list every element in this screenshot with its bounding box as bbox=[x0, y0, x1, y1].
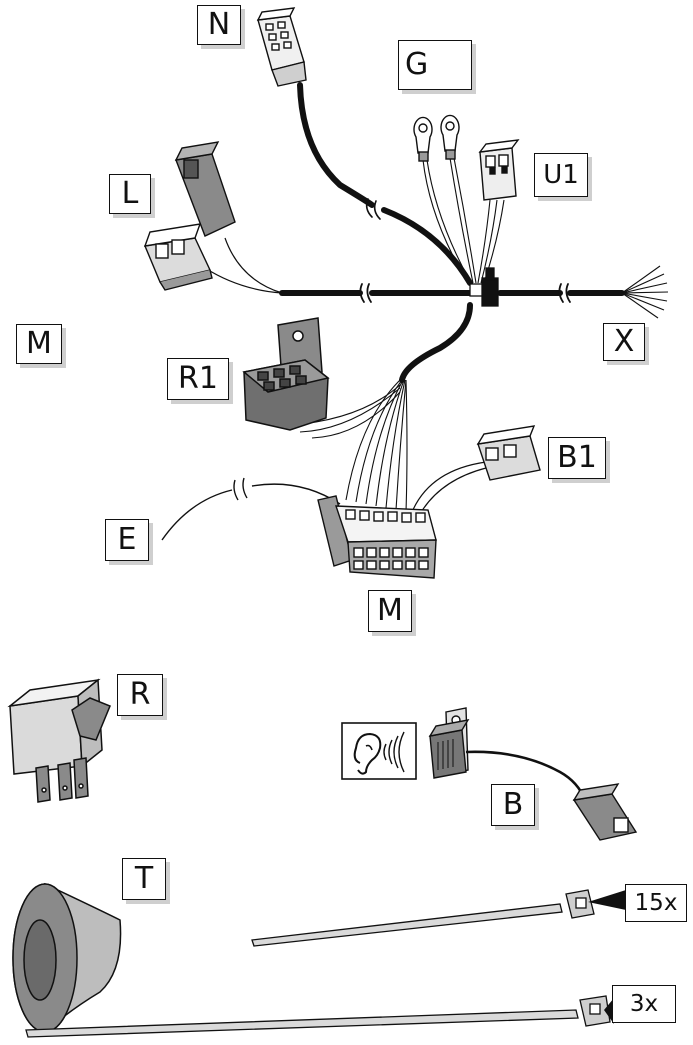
label-t: T bbox=[122, 858, 166, 900]
label-x: X bbox=[603, 323, 645, 361]
label-g: G bbox=[398, 40, 472, 90]
r-relay bbox=[7, 678, 111, 803]
g-ground-wires bbox=[422, 157, 477, 284]
qty-pointers bbox=[588, 890, 626, 1024]
cable-tie-long bbox=[25, 995, 611, 1038]
m-multipin-connector bbox=[317, 495, 437, 579]
label-m-bottom: M bbox=[368, 590, 412, 632]
cable-tie-short bbox=[251, 889, 595, 947]
g-ring-terminals bbox=[413, 114, 460, 162]
qty-cable-ties-short: 15x bbox=[625, 884, 687, 922]
label-n: N bbox=[197, 5, 241, 45]
m-main-cable bbox=[399, 302, 473, 383]
label-g-text: G bbox=[405, 47, 429, 82]
t-grommet bbox=[12, 882, 122, 1034]
b-wires bbox=[465, 750, 587, 801]
label-r: R bbox=[117, 674, 163, 716]
qty-cable-ties-long: 3x bbox=[612, 985, 676, 1023]
label-b1: B1 bbox=[548, 437, 606, 479]
ear-sound-icon bbox=[341, 722, 417, 780]
u1-connector bbox=[478, 139, 520, 201]
b1-wires bbox=[411, 461, 487, 515]
l-connector-upper bbox=[174, 141, 236, 237]
r1-relay-socket bbox=[242, 317, 330, 431]
label-r1: R1 bbox=[167, 358, 229, 400]
label-e: E bbox=[105, 519, 149, 561]
n-connector bbox=[256, 7, 307, 87]
main-trunk-cable bbox=[279, 283, 625, 303]
b-buzzer bbox=[428, 707, 470, 779]
b-connector bbox=[572, 783, 638, 841]
junction-clamp bbox=[469, 267, 499, 307]
label-l: L bbox=[109, 174, 151, 214]
l-wires bbox=[204, 237, 283, 294]
label-b: B bbox=[491, 784, 535, 826]
x-wire-fan bbox=[621, 265, 669, 319]
n-cable bbox=[297, 82, 473, 286]
m-wire-bundle bbox=[345, 379, 408, 513]
b1-connector bbox=[476, 425, 541, 481]
label-m-left: M bbox=[16, 324, 62, 364]
l-connector-lower bbox=[143, 223, 213, 291]
e-wire bbox=[161, 477, 341, 541]
label-u1: U1 bbox=[534, 153, 588, 197]
